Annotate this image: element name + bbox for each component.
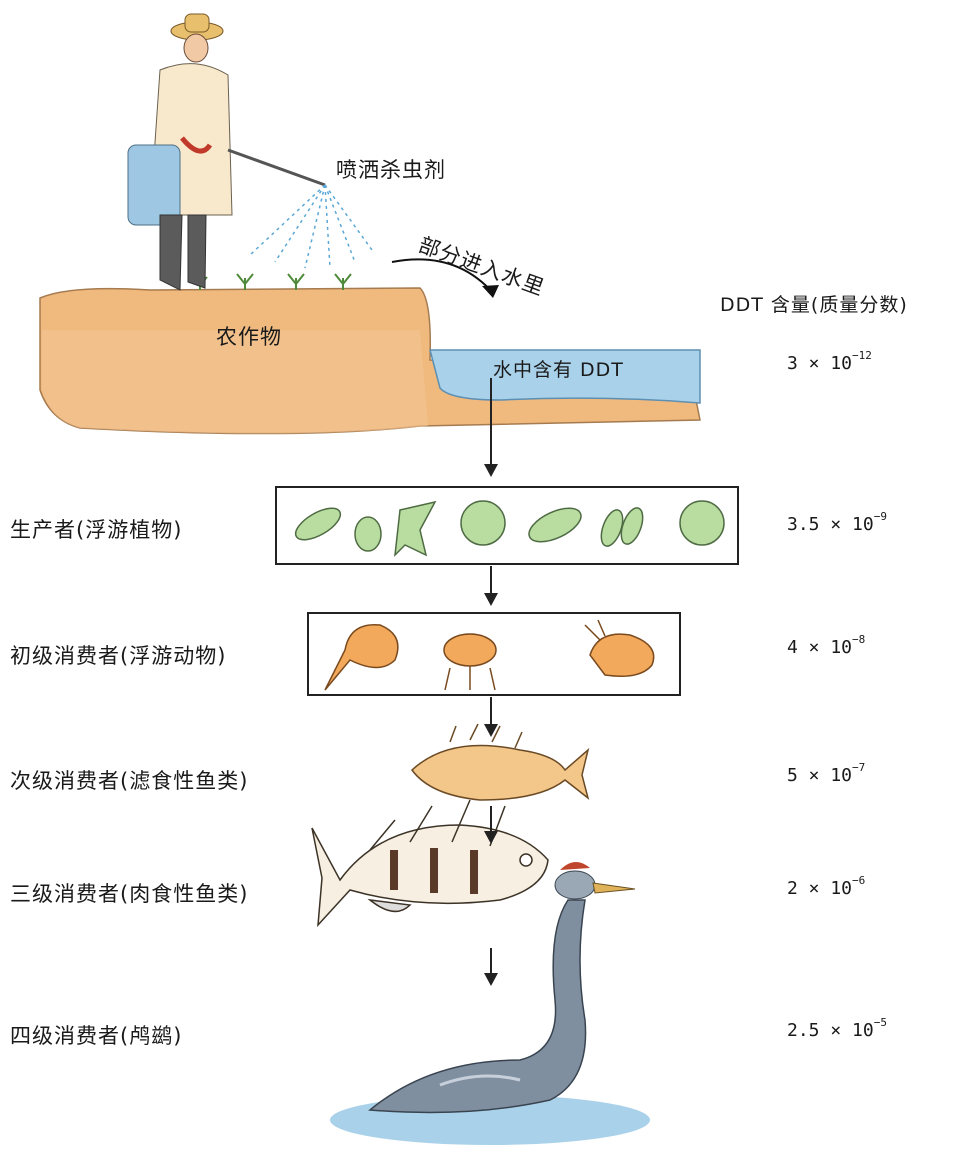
water-label: 水中含有 DDT	[493, 355, 624, 382]
ddt-value-tertiary-consumer: 2 × 10−6	[787, 878, 865, 899]
flow-arrow-primary-to-secondary	[490, 697, 492, 735]
ddt-column-header: DDT 含量(质量分数)	[720, 290, 908, 317]
flow-arrow-producer-to-primary	[490, 566, 492, 604]
level-label-secondary-consumer: 次级消费者(滤食性鱼类)	[10, 765, 248, 795]
ddt-value-secondary-consumer: 5 × 10−7	[787, 765, 865, 786]
spray-label: 喷洒杀虫剂	[336, 154, 446, 184]
level-label-primary-consumer: 初级消费者(浮游动物)	[10, 640, 226, 670]
phytoplankton-box	[275, 486, 739, 565]
flow-arrow-secondary-to-tertiary	[490, 806, 492, 842]
ddt-value-water: 3 × 10−12	[787, 353, 872, 374]
perch-icon	[312, 800, 548, 925]
flow-arrow-tertiary-to-quaternary	[490, 948, 492, 984]
zooplankton-box	[307, 612, 681, 696]
crop-label: 农作物	[216, 321, 282, 351]
level-label-quaternary-consumer: 四级消费者(鸬鹚)	[10, 1020, 182, 1050]
level-label-tertiary-consumer: 三级消费者(肉食性鱼类)	[10, 878, 248, 908]
ddt-value-quaternary-consumer: 2.5 × 10−5	[787, 1020, 887, 1041]
crop-icon	[193, 274, 351, 290]
ddt-value-producer: 3.5 × 10−9	[787, 514, 887, 535]
spray-icon	[250, 185, 372, 268]
small-fish-icon	[412, 724, 588, 800]
flow-arrow-water-to-producer	[490, 378, 492, 475]
ddt-value-primary-consumer: 4 × 10−8	[787, 637, 865, 658]
level-label-producer: 生产者(浮游植物)	[10, 514, 182, 544]
farmer-icon	[128, 14, 325, 290]
